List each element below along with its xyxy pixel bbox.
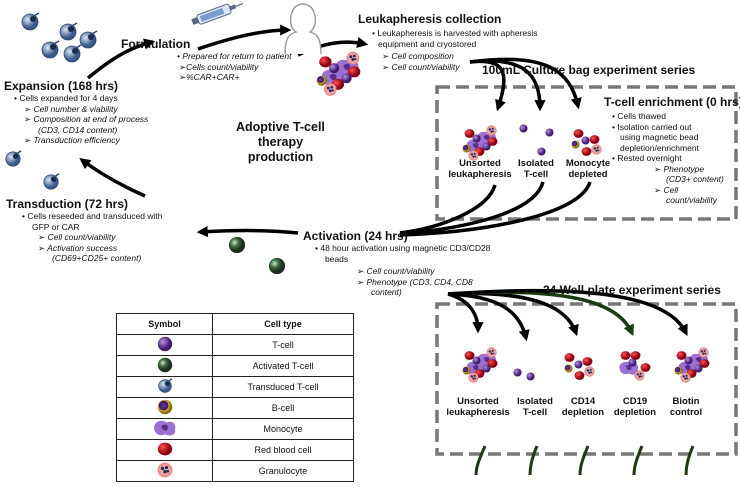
- patient-icon: [284, 3, 322, 55]
- legend-header-cell-type: Cell type: [212, 313, 354, 335]
- legend-row-label: Activated T-cell: [212, 355, 354, 377]
- legend-row-label: Monocyte: [212, 418, 354, 440]
- arrow-wp-biotin: [447, 288, 688, 337]
- wp-cd19: [619, 351, 651, 381]
- arrow-transduction-to-expansion: [79, 157, 146, 198]
- leukapheresis-section: Leukapheresis collection • Leukapheresis…: [358, 12, 538, 72]
- activation-section: Activation (24 hrs) • 48 hour activation…: [303, 229, 491, 297]
- legend-row-label: T-cell: [212, 334, 354, 356]
- transduced-t-cell-icon: [157, 378, 173, 394]
- sample-unsorted: [462, 126, 497, 161]
- wp-biotin: [674, 348, 709, 383]
- wp-unsorted: [462, 348, 497, 383]
- monocyte-icon: [153, 420, 175, 436]
- activated-t-cell-icon: [157, 357, 172, 373]
- transduction-section: Transduction (72 hrs) • Cells reseeded a…: [6, 197, 163, 263]
- well-plate-box: [435, 302, 738, 456]
- syringe-icon: [191, 3, 244, 25]
- legend-row-label: Red blood cell: [212, 439, 354, 461]
- legend-row-label: B-cell: [212, 397, 354, 419]
- red-blood-cell-icon: [157, 442, 172, 456]
- well-plate-title: 24 Well plate experiment series: [543, 283, 721, 297]
- activated-cell: [268, 257, 286, 275]
- arrow-expansion-to-formulation: [86, 38, 156, 80]
- arrow-formulation-to-patient: [197, 24, 292, 51]
- sample-monocyte-depleted: [571, 129, 602, 156]
- arrow-unsorted-to-activation: [399, 184, 497, 235]
- legend-row-label: Granulocyte: [212, 460, 354, 482]
- wp-cd14: [564, 353, 595, 380]
- legend-header-symbol: Symbol: [116, 313, 213, 335]
- legend-row-label: Transduced T-cell: [212, 376, 354, 398]
- t-cell-icon: [157, 336, 172, 352]
- arrow-monocyte-to-activation: [399, 181, 592, 237]
- formulation-section: Formulation • Prepared for return to pat…: [121, 37, 292, 82]
- culture-bag-title: 100mL Culture bag experiment series: [482, 63, 696, 77]
- arrow-to-monocyte: [469, 57, 582, 110]
- expansion-section: Expansion (168 hrs) • Cells expanded for…: [4, 79, 149, 145]
- enrichment-section: T-cell enrichment (0 hrs) • Cells thawed…: [604, 95, 740, 205]
- arrow-isolated-to-activation: [399, 181, 545, 236]
- legend-table: Symbol Cell type T-cell Activated T-cell…: [116, 313, 354, 482]
- arrow-activation-to-transduction: [196, 225, 299, 238]
- granulocyte-icon: [156, 462, 173, 478]
- leukapheresis-mixture: [317, 52, 361, 96]
- culture-bag-box: [435, 85, 738, 221]
- b-cell-icon: [157, 399, 172, 415]
- arrow-wp-unsorted: [447, 292, 484, 334]
- activated-cell: [228, 236, 246, 254]
